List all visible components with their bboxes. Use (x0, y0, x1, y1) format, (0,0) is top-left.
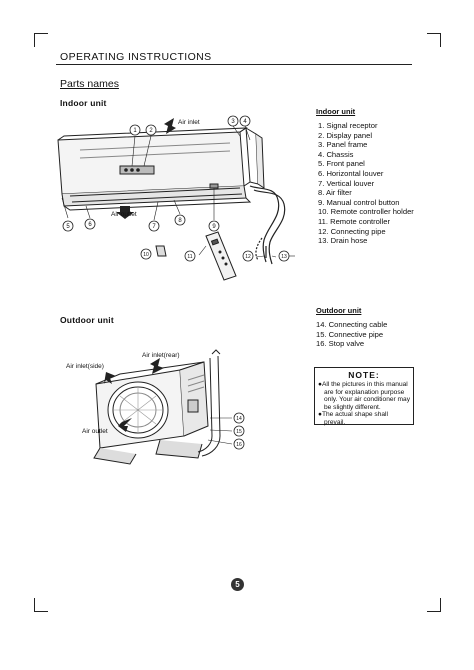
note-title: NOTE: (348, 370, 380, 380)
note-bullet: ●The actual shape shall prevail. (318, 411, 388, 426)
list-item: 8. Air filter (318, 188, 352, 198)
callout-7-text: 7 (152, 224, 156, 230)
callout-4 (239, 115, 251, 127)
list-item: 10. Remote controller holder (318, 207, 414, 217)
list-item: 6. Horizontal louver (318, 168, 384, 178)
outdoor-unit-diagram (93, 349, 233, 465)
callout-15 (233, 425, 245, 437)
list-item: 14. Connecting cable (316, 320, 388, 329)
list-item: 16. Stop valve (316, 339, 365, 349)
callout-4-text: 4 (243, 119, 247, 125)
crop-mark-top-right-v (440, 33, 441, 47)
crop-mark-bottom-left-v (34, 598, 35, 612)
indoor-unit-diagram (57, 118, 286, 281)
indoor-air-inlet-label: Air inlet (178, 119, 200, 126)
list-item: 9. Manual control button (318, 197, 400, 207)
callout-14 (233, 412, 245, 424)
header-divider (56, 64, 412, 65)
callout-8 (174, 214, 186, 226)
indoor-unit-heading: Indoor unit (60, 98, 107, 108)
callout-2-text: 2 (149, 128, 153, 134)
list-item: 3. Panel frame (318, 140, 368, 150)
note-bullet-2-text: The actual shape shall prevail. (321, 411, 388, 426)
callout-8-text: 8 (178, 218, 182, 224)
callout-5 (62, 220, 74, 232)
section-title: Parts names (60, 78, 119, 90)
callout-10 (140, 248, 152, 260)
crop-mark-bottom-right-h (427, 611, 441, 612)
outdoor-list-title: Outdoor unit (316, 306, 362, 315)
callout-11 (184, 250, 196, 262)
callout-6 (84, 218, 96, 230)
callout-7 (148, 220, 160, 232)
list-item: 1. Signal receptor (318, 121, 378, 130)
callout-3 (227, 115, 239, 127)
indoor-parts-list: 1. Signal receptor 2. Display panel 3. P… (318, 121, 414, 246)
callout-11-text: 11 (187, 254, 192, 260)
note-text: ●All the pictures in this manual are for… (318, 381, 410, 427)
callout-13-text: 13 (281, 254, 287, 260)
outdoor-unit-heading: Outdoor unit (60, 315, 114, 325)
callout-6-text: 6 (88, 222, 92, 228)
callout-12 (242, 250, 254, 262)
list-item: 12. Connecting pipe (318, 226, 386, 236)
outdoor-air-outlet-label: Air outlet (82, 428, 108, 435)
callout-16 (233, 438, 245, 450)
outdoor-parts-list: 14. Connecting cable 15. Connective pipe… (316, 320, 387, 349)
callout-2 (145, 124, 157, 136)
callout-9-text: 9 (212, 224, 216, 230)
callout-10-text: 10 (143, 252, 149, 258)
list-item: 4. Chassis (318, 149, 354, 159)
list-item: 15. Connective pipe (316, 329, 384, 339)
callout-9 (208, 220, 220, 232)
callout-3-text: 3 (231, 119, 235, 125)
callout-15-text: 15 (236, 429, 242, 435)
note-box: NOTE: ●All the pictures in this manual a… (314, 367, 414, 427)
callout-1-text: 1 (133, 128, 137, 134)
list-item: 7. Vertical louver (318, 178, 375, 188)
callout-14-text: 14 (236, 416, 242, 422)
outdoor-air-inlet-rear-label: Air inlet(rear) (142, 352, 180, 359)
callout-16-text: 16 (236, 442, 242, 448)
indoor-air-outlet-label: Air outlet (111, 211, 137, 218)
crop-mark-top-left-v (34, 33, 35, 47)
list-item: 13. Drain hose (318, 236, 368, 246)
page-header-title: OPERATING INSTRUCTIONS (60, 51, 212, 63)
note-bullet: ●All the pictures in this manual are for… (318, 381, 411, 411)
crop-mark-bottom-right-v (440, 598, 441, 612)
list-item: 2. Display panel (318, 130, 373, 140)
list-item: 5. Front panel (318, 159, 365, 169)
indoor-list-title: Indoor unit (316, 107, 356, 116)
callout-1 (129, 124, 141, 136)
crop-mark-top-right-h (427, 33, 441, 34)
outdoor-air-inlet-side-label: Air inlet(side) (66, 363, 104, 370)
callout-12-text: 12 (245, 254, 251, 260)
list-item: 11. Remote controller (318, 216, 391, 226)
callout-5-text: 5 (66, 224, 70, 230)
note-bullet-1-text: All the pictures in this manual are for … (321, 381, 411, 411)
crop-mark-top-left-h (34, 33, 48, 34)
page-number: 5 (231, 578, 244, 591)
crop-mark-bottom-left-h (34, 611, 48, 612)
